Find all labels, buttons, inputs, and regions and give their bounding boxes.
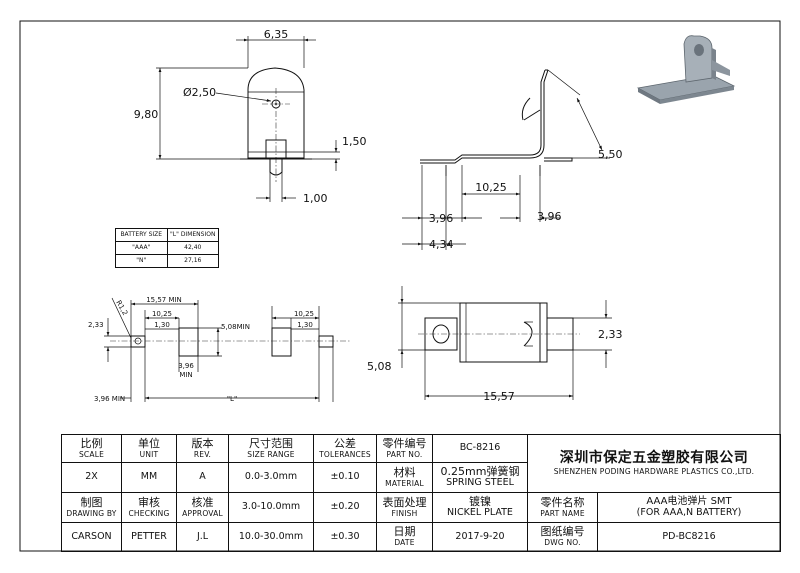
bottom-height-dim: 5,08 bbox=[367, 360, 392, 373]
footprint-bottom-left-dim: 3,96 MIN bbox=[94, 395, 125, 403]
dwg-no-value: PD-BC8216 bbox=[596, 522, 782, 552]
bottom-length-dim: 15,57 bbox=[483, 390, 515, 403]
size-range-2: 3.0-10.0mm bbox=[228, 492, 314, 523]
checking-value: PETTER bbox=[121, 522, 177, 552]
l-dimension-cell: 42,40 bbox=[166, 241, 219, 255]
battery-table-row: "N" 27,16 bbox=[115, 254, 219, 268]
battery-table-row: "AAA" 42,40 bbox=[115, 241, 219, 255]
company-cell: 深圳市保定五金塑胶有限公司 SHENZHEN PODING HARDWARE P… bbox=[526, 434, 782, 493]
size-range-1: 0.0-3.0mm bbox=[228, 462, 314, 493]
side-offset-dim: 4,34 bbox=[429, 238, 454, 251]
tolerance-3: ±0.30 bbox=[313, 522, 377, 552]
side-height-dim: 5,50 bbox=[598, 148, 623, 161]
company-name-en: SHENZHEN PODING HARDWARE PLASTICS CO.,LT… bbox=[553, 467, 755, 477]
company-name-cn: 深圳市保定五金塑胶有限公司 bbox=[559, 450, 749, 467]
footprint-overall-dim: 15,57 MIN bbox=[146, 296, 182, 304]
battery-table-header-cell: BATTERY SIZE bbox=[115, 228, 168, 242]
isometric-view bbox=[636, 35, 736, 104]
part-name-value: AAA电池弹片 SMT(FOR AAA,N BATTERY) bbox=[596, 492, 782, 523]
battery-size-cell: "N" bbox=[115, 254, 168, 268]
battery-table-header: BATTERY SIZE "L" DIMENSION bbox=[115, 228, 219, 242]
front-hole-dim: Ø2,50 bbox=[183, 86, 216, 99]
battery-size-cell: "AAA" bbox=[115, 241, 168, 255]
side-left-dim: 3,96 bbox=[429, 212, 454, 225]
rev-value: A bbox=[176, 462, 229, 493]
footprint-y-dim: 2,33 bbox=[88, 321, 104, 329]
footprint-length-dim: "L" bbox=[227, 395, 237, 403]
battery-size-table: BATTERY SIZE "L" DIMENSION "AAA" 42,40 "… bbox=[115, 228, 219, 268]
front-view: 6,35 9,80 Ø2,50 1,50 1,00 bbox=[134, 28, 367, 205]
footprint-pitch-dim: 10,25 bbox=[152, 310, 172, 318]
footprint-right-pitch-dim: 10,25 bbox=[294, 310, 314, 318]
size-range-3: 10.0-30.0mm bbox=[228, 522, 314, 552]
footprint-pad-height-dim: 5,08MIN bbox=[221, 323, 250, 331]
approval-value: J.L bbox=[176, 522, 229, 552]
scale-value: 2X bbox=[61, 462, 122, 493]
footprint-view: 15,57 MIN 10,25 1,30 5,08MIN 3,96 MIN R1… bbox=[88, 296, 350, 403]
side-view: 5,50 10,25 3,96 3,96 4,34 bbox=[402, 69, 623, 251]
part-no-value: BC-8216 bbox=[432, 434, 528, 463]
bottom-view: 2,33 5,08 15,57 bbox=[367, 286, 623, 403]
front-tab-width-dim: 1,00 bbox=[303, 192, 328, 205]
tolerance-1: ±0.10 bbox=[313, 462, 377, 493]
footprint-pad-left-dim: 1,30 bbox=[154, 321, 170, 329]
date-value: 2017-9-20 bbox=[432, 522, 528, 552]
front-tab-height-dim: 1,50 bbox=[342, 135, 367, 148]
bottom-tab-width-dim: 2,33 bbox=[598, 328, 623, 341]
battery-table-header-cell: "L" DIMENSION bbox=[166, 228, 219, 242]
footprint-right-pad-dim: 1,30 bbox=[297, 321, 313, 329]
side-span-dim: 10,25 bbox=[475, 181, 507, 194]
front-width-dim: 6,35 bbox=[264, 28, 289, 41]
footprint-pad-depth-dim: 3,96 bbox=[178, 362, 194, 370]
drawing-by-value: CARSON bbox=[61, 522, 122, 552]
footprint-pad-depth-min: MIN bbox=[179, 371, 192, 379]
l-dimension-cell: 27,16 bbox=[166, 254, 219, 268]
tolerance-2: ±0.20 bbox=[313, 492, 377, 523]
unit-value: MM bbox=[121, 462, 177, 493]
side-right-dim: 3,96 bbox=[537, 210, 562, 223]
front-height-dim: 9,80 bbox=[134, 108, 159, 121]
